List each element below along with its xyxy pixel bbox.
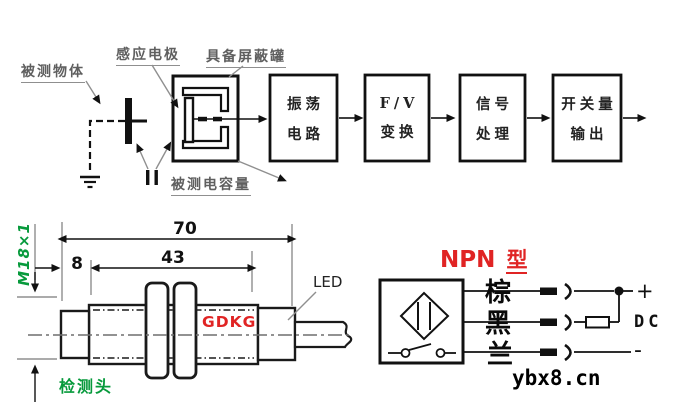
- block-signal-processing: 信号 处理: [460, 75, 525, 161]
- shield-can-label: 具备屏蔽罐: [206, 46, 286, 68]
- block-fv-line1: F/V: [379, 94, 419, 112]
- block-oscillator-line2: 电路: [287, 125, 324, 143]
- block-output-line1: 开关量: [561, 95, 617, 113]
- capacitor-icon: [136, 141, 172, 185]
- block-output-line2: 输出: [570, 125, 608, 143]
- dimension-lines: [31, 235, 297, 402]
- load-resistor: [585, 316, 610, 329]
- dim-43: 43: [161, 248, 185, 268]
- wire-label-brown: 棕: [485, 278, 512, 308]
- positive-terminal-label: +: [636, 279, 654, 303]
- switch-icon: [388, 343, 456, 358]
- dim-70: 70: [173, 219, 197, 239]
- dc-supply-label: DC: [634, 312, 663, 332]
- hex-nut-1: [144, 281, 170, 380]
- block-signal-line1: 信号: [476, 95, 513, 113]
- sensing-electrode-symbol: [183, 96, 195, 144]
- measured-capacitance-label: 被测电容量: [171, 174, 251, 196]
- npn-type-cn: 型: [506, 247, 528, 274]
- wire-blue: [463, 343, 631, 362]
- ground-icon: [80, 175, 100, 189]
- sensor-rear-cap: [256, 306, 297, 362]
- watermark: ybx8.cn: [512, 366, 601, 390]
- measured-object-label: 被测物体: [21, 61, 85, 83]
- brand-label: GDKG: [202, 313, 257, 331]
- wire-brown: [463, 282, 633, 301]
- measured-object-leader: [85, 80, 101, 105]
- npn-type-en: NPN: [440, 247, 496, 273]
- wire-label-black: 黑: [485, 309, 512, 339]
- hex-nut-2: [172, 281, 198, 380]
- block-fv-converter: F/V 变换: [365, 75, 429, 161]
- sensing-electrode-leader: [151, 64, 179, 109]
- wire-black: [463, 291, 620, 332]
- proximity-sensor-icon: [399, 291, 450, 341]
- probe-head-label: 检测头: [59, 377, 114, 396]
- thread-spec-label: M18×1: [15, 222, 33, 286]
- shield-can-symbol: [181, 86, 230, 150]
- block-oscillator: 振荡 电路: [270, 75, 337, 161]
- negative-terminal-label: -: [634, 338, 642, 363]
- npn-type-label: NPN 型: [440, 244, 528, 274]
- block-switch-output: 开关量 输出: [553, 75, 621, 161]
- led-leader: [287, 291, 317, 321]
- flow-blocks: [268, 73, 623, 163]
- led-label: LED: [313, 273, 343, 291]
- block-oscillator-line1: 振荡: [287, 95, 324, 113]
- wiring-box: [378, 278, 465, 365]
- measured-object-symbol: [88, 98, 147, 174]
- block-fv-line2: 变换: [380, 123, 418, 141]
- electrode-output-line: [193, 115, 268, 123]
- block-signal-line2: 处理: [476, 125, 513, 143]
- wire-label-blue: 兰: [487, 340, 514, 370]
- dim-8: 8: [71, 254, 83, 274]
- shield-corner-leader: [237, 160, 287, 182]
- sensing-electrode-label: 感应电极: [116, 44, 180, 66]
